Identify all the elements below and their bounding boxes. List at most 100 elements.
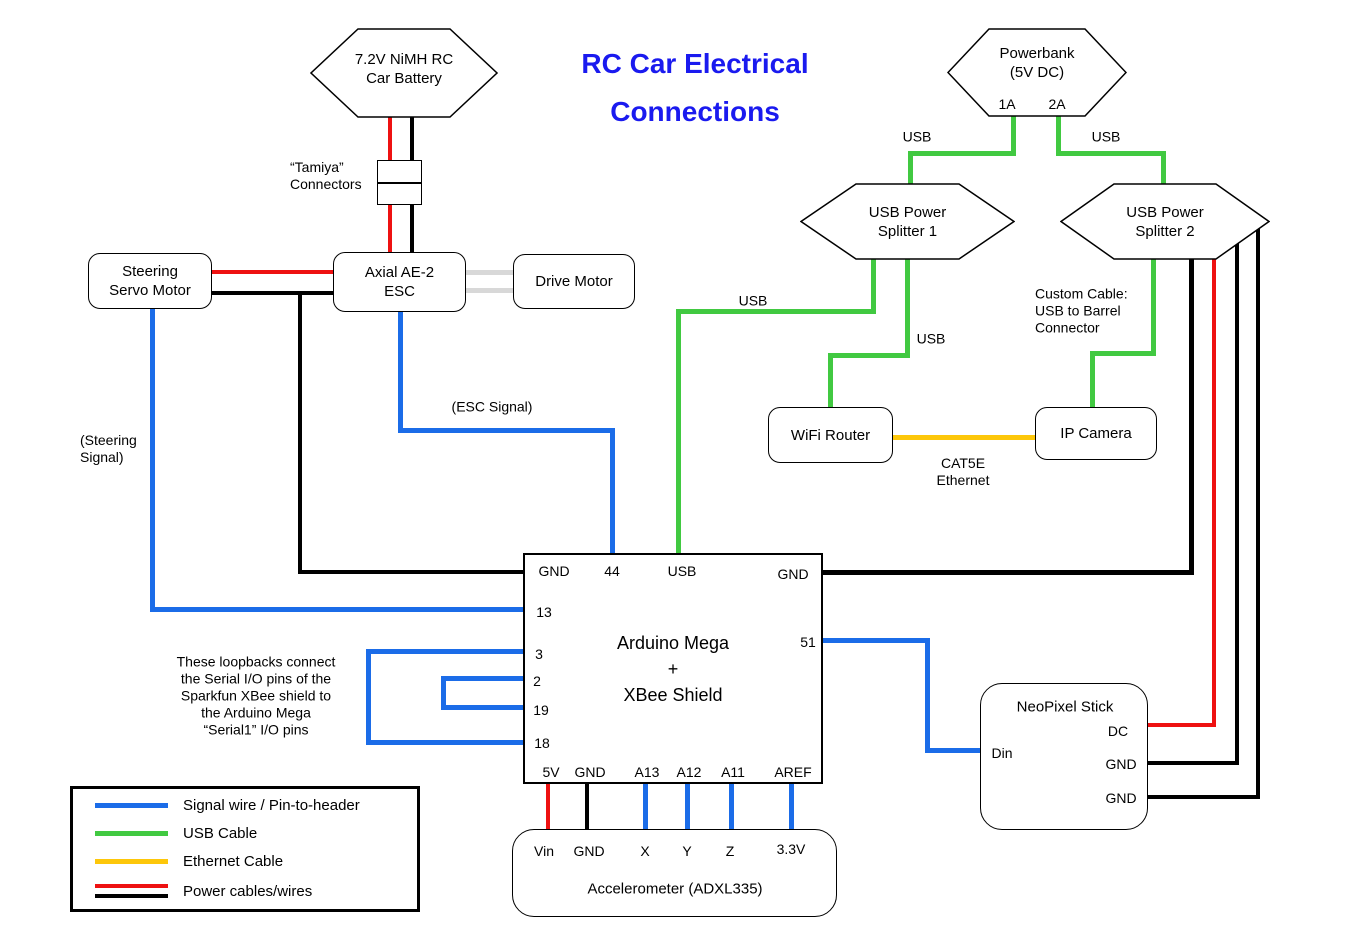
usb-label-1a: USB: [902, 128, 932, 145]
pin51-to-neopixel-din-wire: [924, 637, 930, 753]
arduino-mega-xbee-pin-usb: USB: [667, 563, 697, 579]
neopixel-gnd-wire-1: [1146, 761, 1239, 765]
accel-vin-wire: [546, 782, 550, 831]
esc-signal-wire: [397, 427, 615, 433]
pin51-to-neopixel-din-wire: [924, 747, 983, 753]
node-label: Arduino Mega+XBee Shield: [616, 632, 730, 705]
accel-y-wire: [684, 781, 690, 832]
powerbank-2a-usb-cable: [1055, 112, 1061, 156]
legend-label: Ethernet Cable: [183, 852, 284, 870]
splitter2-to-camera-custom-cable: [1089, 350, 1095, 410]
battery-hexagon-shape: [310, 28, 498, 118]
esc-drive-motor-wire-1: [463, 269, 516, 275]
arduino-gnd-to-splitter2-wire: [1188, 255, 1194, 575]
loopback-2-19-wire: [440, 675, 446, 710]
usb-label-router: USB: [916, 330, 946, 347]
node-label: Powerbank(5V DC): [999, 44, 1075, 81]
powerbank-2a-usb-cable: [1160, 150, 1166, 188]
tamiya-connector: [377, 160, 422, 205]
ground-to-arduino-wire: [298, 291, 302, 574]
steering-signal-wire: [149, 306, 155, 612]
esc-drive-motor-wire-2: [463, 287, 516, 293]
node-label: WiFi Router: [790, 426, 871, 444]
legend-color-bar: [95, 802, 168, 808]
signal-wire-swatch: [95, 802, 168, 808]
esc-signal-wire: [609, 427, 615, 556]
arduino-gnd-to-splitter2-wire: [820, 569, 1194, 575]
esc-signal-label: (ESC Signal): [451, 398, 533, 415]
loopback-3-18-wire: [365, 648, 526, 654]
node-label: NeoPixel Stick: [1016, 698, 1114, 716]
splitter1-to-router-usb-cable: [904, 255, 910, 358]
usb-label-2a: USB: [1091, 128, 1121, 145]
steering-signal-wire: [149, 606, 526, 612]
legend-item-usb: USB Cable: [95, 823, 257, 843]
legend-item-power: Power cables/wires: [95, 881, 312, 901]
powerbank-1a-usb-cable: [1010, 112, 1016, 156]
accelerometer-pin-33v: 3.3V: [776, 841, 806, 857]
usb-power-splitter-1-hexagon-shape: [800, 183, 1015, 260]
arduino-mega-xbee-pin-aref: AREF: [774, 764, 812, 780]
neopixel-stick-pin-din: Din: [991, 745, 1013, 761]
node-label: Accelerometer (ADXL335): [587, 880, 763, 898]
arduino-mega-xbee-pin-44: 44: [604, 563, 620, 579]
page-title-line2: Connections: [610, 96, 780, 127]
accel-x-wire: [642, 781, 648, 832]
arduino-mega-xbee-pin-gnd: GND: [574, 764, 606, 780]
node-label: IP Camera: [1060, 425, 1132, 442]
connector-divider: [378, 182, 421, 184]
usb-label-arduino: USB: [738, 292, 768, 309]
arduino-mega-xbee-pin-a12: A12: [676, 764, 702, 780]
page-title: RC Car Electrical Connections: [520, 40, 870, 136]
neopixel-stick-pin-gnd: GND: [1105, 790, 1137, 806]
loopback-2-19-wire: [440, 675, 526, 681]
arduino-mega-xbee-pin-3: 3: [535, 646, 543, 662]
neopixel-gnd-wire-2: [1256, 228, 1260, 799]
legend-item-signal: Signal wire / Pin-to-header: [95, 795, 360, 815]
splitter1-to-arduino-usb-cable: [675, 308, 681, 556]
node-label: Drive Motor: [535, 273, 613, 290]
accel-z-wire: [728, 781, 734, 832]
ethernet-cable-swatch: [95, 858, 168, 864]
pin51-to-neopixel-din-wire: [820, 637, 930, 643]
ground-to-arduino-wire: [298, 570, 525, 574]
accel-gnd-wire: [585, 782, 589, 831]
legend-label: Power cables/wires: [183, 882, 313, 900]
neopixel-stick-pin-gnd: GND: [1105, 756, 1137, 772]
arduino-mega-xbee-pin-a11: A11: [721, 764, 745, 780]
arduino-mega-xbee-pin-5v: 5V: [542, 764, 560, 780]
accel-33v-wire: [788, 781, 794, 832]
splitter1-to-router-usb-cable: [827, 352, 910, 358]
loopback-3-18-wire: [365, 648, 371, 745]
splitter1-to-arduino-usb-cable: [675, 308, 876, 314]
arduino-mega-xbee-pin-2: 2: [533, 673, 541, 689]
usb-power-splitter-2-hexagon-shape: [1060, 183, 1270, 260]
arduino-mega-xbee-pin-13: 13: [536, 604, 552, 620]
cat5e-ethernet-cable: [890, 434, 1038, 440]
splitter2-to-camera-custom-cable: [1089, 350, 1156, 356]
arduino-mega-xbee-pin-a13: A13: [634, 764, 660, 780]
arduino-mega-xbee-pin-18: 18: [534, 735, 550, 751]
wifi-router: WiFi Router: [768, 407, 893, 463]
powerbank-pin-1a: 1A: [998, 96, 1016, 112]
powerbank-2a-usb-cable: [1055, 150, 1166, 156]
powerbank-hexagon-shape: [947, 28, 1127, 117]
legend-color-bar: [95, 830, 168, 836]
splitter2-to-camera-custom-cable: [1150, 255, 1156, 356]
neopixel-stick-pin-dc: DC: [1107, 723, 1129, 739]
legend: Signal wire / Pin-to-header USB Cable Et…: [70, 786, 420, 912]
